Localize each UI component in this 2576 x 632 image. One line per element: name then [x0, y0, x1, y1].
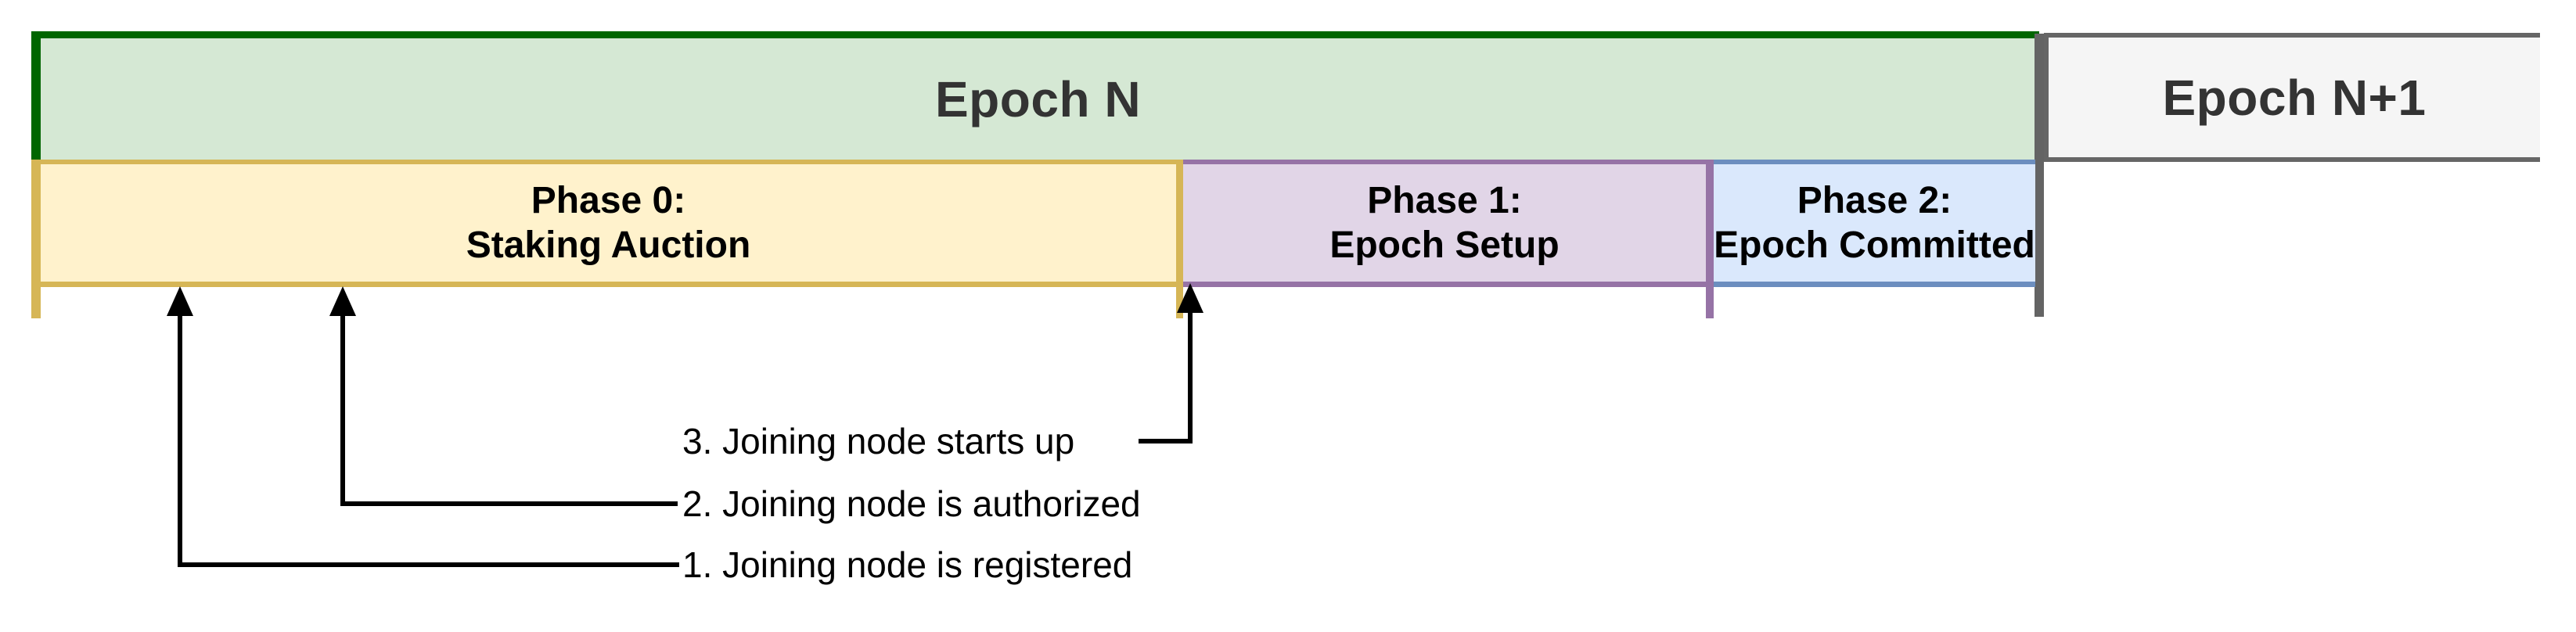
event-label-node-starts-up: 3. Joining node starts up: [682, 421, 1075, 461]
event-label-node-registered: 1. Joining node is registered: [682, 544, 1133, 585]
epoch-n-bar: Epoch N: [41, 38, 2035, 160]
epoch-n-top-border: [31, 31, 2039, 38]
arrow-3-vertical-line: [1188, 308, 1193, 443]
phase-1-subtitle: Epoch Setup: [1329, 224, 1560, 266]
phase-1-title: Phase 1:: [1367, 180, 1522, 221]
phase-0-right-boundary-bar: [1176, 160, 1183, 318]
epoch-n-plus-1-bar: Epoch N+1: [2044, 33, 2540, 162]
phase-2-subtitle: Epoch Committed: [1714, 224, 2035, 266]
arrow-3-horizontal-line: [1139, 439, 1193, 443]
phase-0-subtitle: Staking Auction: [466, 224, 751, 266]
phase-1-epoch-setup-box: Phase 1: Epoch Setup: [1183, 160, 1706, 287]
arrow-1-horizontal-line: [178, 562, 679, 567]
arrow-3-head-icon: [1177, 283, 1203, 313]
arrow-1-vertical-line: [178, 311, 182, 567]
epoch-n-start-boundary: [31, 31, 41, 160]
phase-0-left-boundary-bar: [31, 160, 41, 318]
phase-1-right-boundary-bar: [1706, 160, 1714, 318]
phase-0-staking-auction-box: Phase 0: Staking Auction: [41, 160, 1176, 287]
epoch-boundary-divider: [2035, 34, 2044, 317]
event-label-node-authorized: 2. Joining node is authorized: [682, 483, 1141, 524]
phase-0-title: Phase 0:: [531, 180, 686, 221]
epoch-n-plus-1-label: Epoch N+1: [2162, 69, 2427, 126]
arrow-2-vertical-line: [340, 311, 345, 506]
epoch-n-label: Epoch N: [934, 70, 1142, 127]
phase-2-epoch-committed-box: Phase 2: Epoch Committed: [1714, 160, 2035, 287]
arrow-2-horizontal-line: [340, 501, 678, 506]
phase-2-title: Phase 2:: [1797, 180, 1952, 221]
